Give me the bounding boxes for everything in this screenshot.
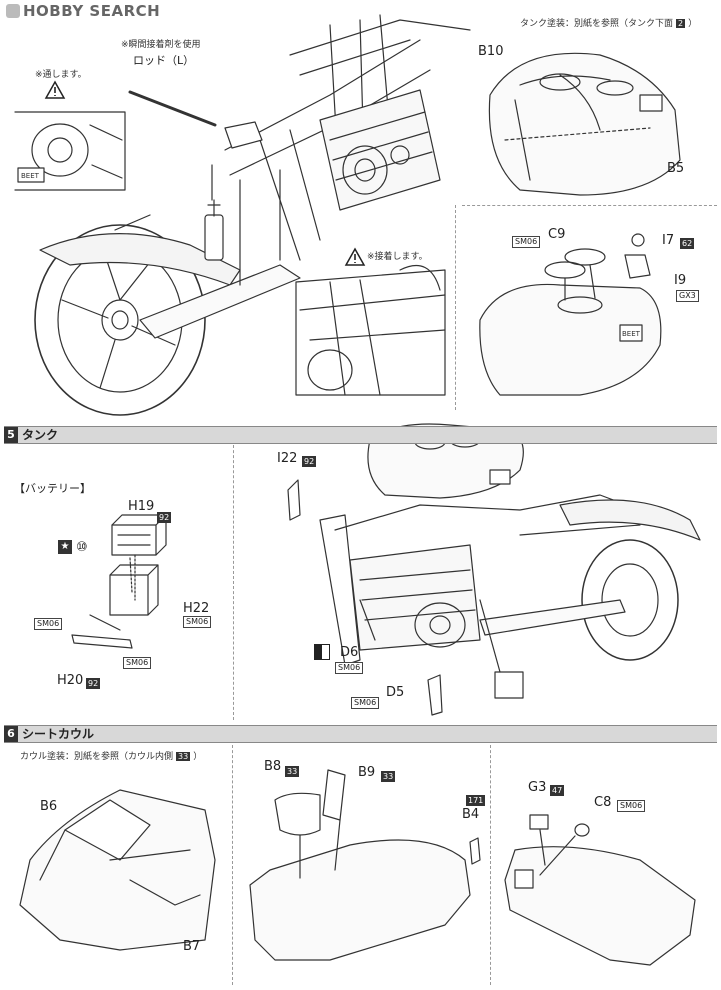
pass-through-note: ※通します。 (35, 70, 87, 80)
part-h22-label: H22 (183, 601, 210, 616)
part-g3-code: 47 (550, 785, 565, 796)
part-d5-code: SM06 (351, 697, 380, 709)
tank-underside-drawing (488, 52, 681, 196)
warning-icon-attach (344, 247, 366, 266)
battery-sm06-tag-b: SM06 (123, 657, 152, 669)
frame-rear-wheel-drawing (34, 14, 471, 416)
attach-note: ※接着します。 (367, 252, 428, 262)
part-b8-label: B8 (264, 759, 282, 774)
glue-note: ※瞬間接着剤を使用 (121, 40, 201, 50)
hobby-search-logo: HOBBY SEARCH (6, 2, 160, 20)
part-h19-label: H19 (128, 499, 155, 514)
part-h19-code: 92 (157, 512, 172, 523)
part-b4-label: B4 (462, 807, 480, 822)
part-i22-label: I22 (277, 451, 298, 466)
divider-top-right (462, 205, 717, 206)
step5-title: タンク (22, 428, 59, 442)
part-b6-label: B6 (40, 799, 58, 814)
part-i9-label: I9 (674, 273, 687, 288)
part-b9-code: 33 (381, 771, 396, 782)
battery-drawing (71, 514, 167, 649)
part-h22-code: SM06 (183, 616, 212, 628)
part-b4-code: 171 (466, 795, 486, 806)
star-decal-icon: ★ (58, 540, 72, 554)
seat-cowl-b6-b7-drawing (19, 789, 216, 951)
inset-detail-mid (295, 265, 446, 396)
part-i7-label: I7 (662, 233, 675, 248)
rod-label: ロッド（L） (133, 54, 195, 67)
tank-drawing (479, 233, 662, 396)
part-c8-label: C8 (594, 795, 612, 810)
gx3-tag: GX3 (676, 290, 699, 302)
step6-number: 6 (4, 726, 18, 742)
battery-sm06-tag-a: SM06 (34, 618, 63, 630)
step6-title: シートカウル (22, 727, 95, 741)
part-h20-label: H20 (57, 673, 84, 688)
step6-header: 6 シートカウル (4, 725, 717, 743)
inset-detail-left (14, 111, 126, 191)
part-c8-code: SM06 (617, 800, 646, 812)
divider-step6-a (232, 740, 233, 985)
warning-icon (44, 80, 66, 99)
bike-tank-assembly-drawing (287, 423, 701, 716)
part-d6-label: D6 (340, 645, 359, 660)
part-b10-label: B10 (478, 44, 504, 59)
part-i7-code: 62 (680, 238, 695, 249)
divider-step5 (233, 440, 234, 720)
part-h20-code: 92 (86, 678, 101, 689)
tank-sm06-tag: SM06 (512, 236, 541, 248)
part-d6-code: SM06 (335, 662, 364, 674)
part-g3-label: G3 (528, 780, 547, 795)
part-c9-label: C9 (548, 227, 566, 242)
divider-top (455, 205, 456, 410)
logo-icon (6, 4, 20, 18)
seat-cowl-g3-c8-drawing (504, 814, 696, 966)
step5-header: 5 タンク (4, 426, 717, 444)
part-b8-code: 33 (285, 766, 300, 777)
part-d5-label: D5 (386, 685, 405, 700)
part-b5-label: B5 (667, 161, 685, 176)
decal-mark-tank: BEET (622, 330, 640, 338)
divider-step6-b (490, 740, 491, 985)
seat-cowl-b8-b9-drawing (249, 769, 481, 961)
decal-number: ⑩ (76, 540, 88, 555)
step5-number: 5 (4, 427, 18, 443)
battery-heading: 【バッテリー】 (14, 482, 91, 495)
part-i22-code: 92 (302, 456, 317, 467)
color-split-icon (314, 644, 330, 660)
part-b9-label: B9 (358, 765, 376, 780)
part-b7-label: B7 (183, 939, 201, 954)
decal-mark-inset: BEET (21, 172, 39, 180)
